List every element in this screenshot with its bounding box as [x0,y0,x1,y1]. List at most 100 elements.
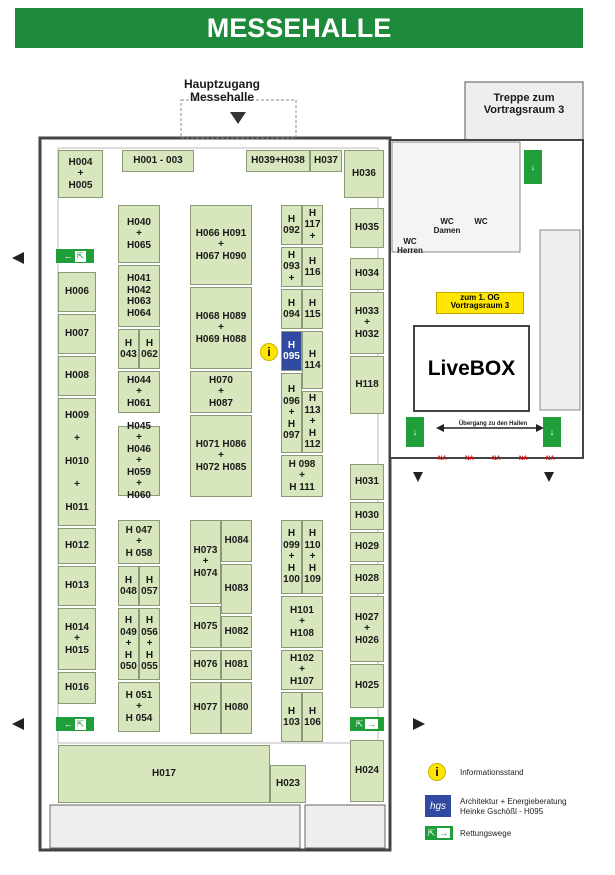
booth-h094[interactable]: H 094 [281,289,302,329]
booth-h099[interactable]: H 099 + H 100 [281,520,302,594]
emergency-exit-sign: ←⇱ [56,717,94,731]
info-stand-icon[interactable]: i [260,343,278,361]
booth-h014[interactable]: H014 + H015 [58,608,96,670]
booth-h004[interactable]: H004 + H005 [58,150,103,198]
booth-h084[interactable]: H084 [221,520,252,562]
booth-h048[interactable]: H 048 [118,566,139,606]
booth-h106[interactable]: H 106 [302,692,323,742]
booth-h080[interactable]: H080 [221,682,252,734]
booth-h083[interactable]: H083 [221,564,252,614]
wc-men-label: WC Herren [397,237,423,255]
booth-h116[interactable]: H 116 [302,247,323,287]
booth-h103[interactable]: H 103 [281,692,302,742]
booth-h113[interactable]: H 113 + H 112 [302,391,323,453]
booth-h024[interactable]: H024 [350,740,384,802]
exit-triangle-icon [544,472,554,482]
booth-h101[interactable]: H101 + H108 [281,596,323,648]
main-entrance-label: Hauptzugang Messehalle [184,77,260,105]
booth-h037[interactable]: H037 [310,150,342,172]
booth-h092[interactable]: H 092 [281,205,302,245]
booth-h062[interactable]: H 062 [139,329,160,369]
booth-h098[interactable]: H 098 + H 111 [281,455,323,497]
na-mark: NA [465,456,474,462]
page-title-banner: MESSEHALLE [15,8,583,48]
booth-h023[interactable]: H023 [270,765,306,803]
legend-exit-label: Rettungswege [460,829,512,838]
booth-h102[interactable]: H102 + H107 [281,650,323,690]
emergency-exit-sign: ⇱→ [350,717,384,731]
booth-h029[interactable]: H029 [350,532,384,562]
booth-h034[interactable]: H034 [350,258,384,290]
booth-h007[interactable]: H007 [58,314,96,354]
booth-h096[interactable]: H 096 + H 097 [281,373,302,453]
booth-h016[interactable]: H016 [58,672,96,704]
booth-h057[interactable]: H 057 [139,566,160,606]
na-mark: NA [546,456,555,462]
booth-h043[interactable]: H 043 [118,329,139,369]
booth-h073[interactable]: H073 + H074 [190,520,221,604]
booth-h025[interactable]: H025 [350,664,384,708]
wc-women-label: WC Damen [433,217,461,235]
booth-h095[interactable]: H 095 [281,331,302,371]
booth-h044[interactable]: H044 + H061 [118,371,160,413]
legend-exhibitor-label: Architektur + Energieberatung Heinke Gsc… [460,797,567,816]
arrow-left-icon [12,252,24,264]
booth-h017[interactable]: H017 [58,745,270,803]
entrance-arrow-icon [230,112,246,124]
exhibitor-logo: hgs [425,795,451,817]
entrance-canopy [180,99,297,139]
booth-h051[interactable]: H 051 + H 054 [118,682,160,732]
booth-h041[interactable]: H041 H042 H063 H064 [118,265,160,327]
wc-accessible-label: WC [474,217,488,226]
booth-h068[interactable]: H068 H089 + H069 H088 [190,287,252,369]
booth-h039[interactable]: H039+H038 [246,150,310,172]
booth-h056[interactable]: H 056 + H 055 [139,608,160,680]
booth-h031[interactable]: H031 [350,464,384,500]
booth-h082[interactable]: H082 [221,616,252,648]
arrow-left-icon [436,424,444,432]
na-mark: NA [492,456,501,462]
bottom-room-left [49,804,301,849]
booth-h115[interactable]: H 115 [302,289,323,329]
booth-h077[interactable]: H077 [190,682,221,734]
page-title: MESSEHALLE [206,12,392,43]
booth-h047[interactable]: H 047 + H 058 [118,520,160,564]
arrow-right-icon [536,424,544,432]
emergency-exit-sign: ←⇱ [56,249,94,263]
booth-h012[interactable]: H012 [58,528,96,564]
booth-h066[interactable]: H066 H091 + H067 H090 [190,205,252,285]
booth-h030[interactable]: H030 [350,502,384,530]
booth-h033[interactable]: H033 + H032 [350,292,384,354]
booth-h093[interactable]: H 093 + [281,247,302,287]
booth-h009[interactable]: H009 + H010 + H011 [58,398,96,526]
booth-h075[interactable]: H075 [190,606,221,648]
booth-h117[interactable]: H 117 + [302,205,323,245]
stairs-block [464,81,584,141]
booth-h040[interactable]: H040 + H065 [118,205,160,263]
booth-h008[interactable]: H008 [58,356,96,396]
emergency-exit-sign: ↓ [543,417,561,447]
booth-h049[interactable]: H 049 + H 050 [118,608,139,680]
livebox[interactable]: LiveBOX [413,325,530,412]
booth-h070[interactable]: H070 + H087 [190,371,252,413]
booth-h027[interactable]: H027 + H026 [350,596,384,662]
na-mark: NA [438,456,447,462]
booth-h045[interactable]: H045 + H046 + H059 + H060 [118,421,160,501]
booth-h035[interactable]: H035 [350,208,384,248]
legend-info-label: Informationsstand [460,768,524,777]
booth-h028[interactable]: H028 [350,564,384,594]
emergency-exit-sign: ↓ [406,417,424,447]
booth-h036[interactable]: H036 [344,150,384,198]
booth-h013[interactable]: H013 [58,566,96,606]
booth-h110[interactable]: H 110 + H 109 [302,520,323,594]
booth-h081[interactable]: H081 [221,650,252,680]
passage-label: Übergang zu den Hallen [458,421,528,427]
annex-side-room [539,229,581,411]
booth-h071[interactable]: H071 H086 + H072 H085 [190,415,252,497]
arrow-left-icon [12,718,24,730]
booth-h001[interactable]: H001 - 003 [122,150,194,172]
booth-h076[interactable]: H076 [190,650,221,680]
booth-h114[interactable]: H 114 [302,331,323,389]
booth-h118[interactable]: H118 [350,356,384,414]
booth-h006[interactable]: H006 [58,272,96,312]
